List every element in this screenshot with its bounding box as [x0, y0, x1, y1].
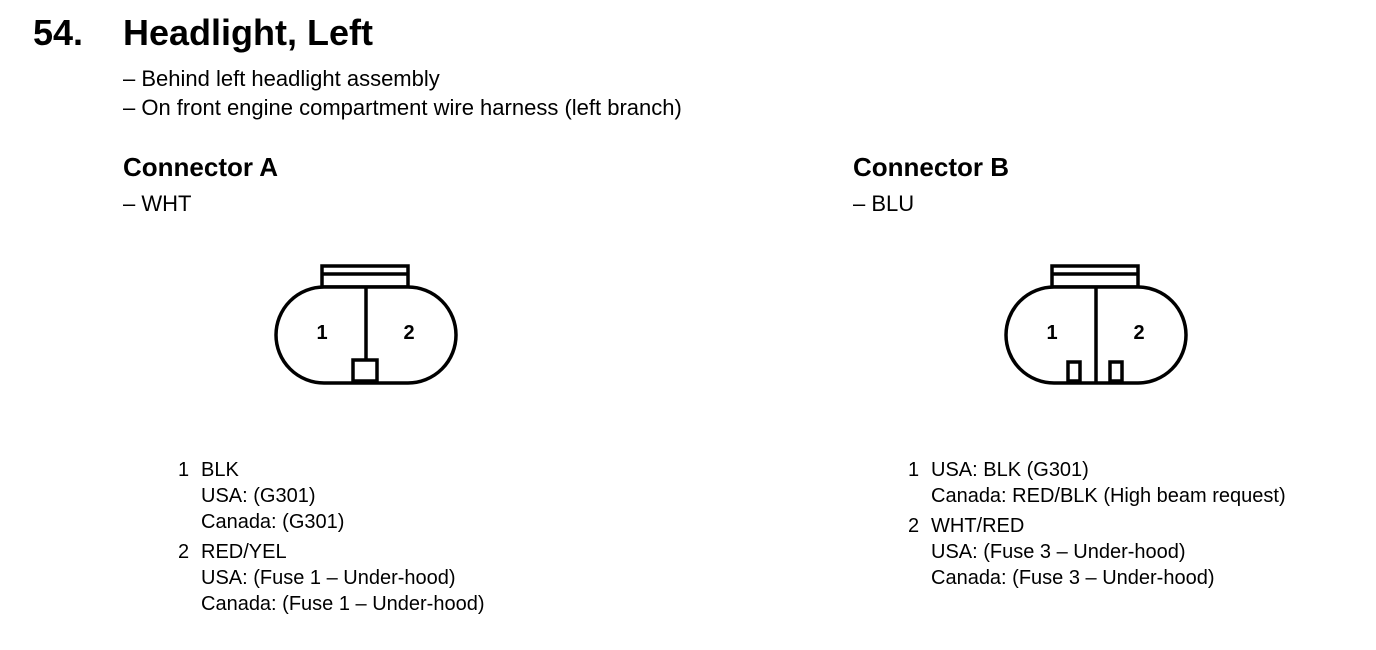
pin-line: USA: (Fuse 3 – Under-hood) [931, 541, 1186, 563]
connector-b-diagram: 1 2 [1004, 264, 1188, 385]
location-line: – On front engine compartment wire harne… [123, 95, 682, 120]
connector-a-pin-label: 2 [403, 322, 414, 344]
location-line: – Behind left headlight assembly [123, 66, 440, 91]
connector-a-pin-list: 1 BLK USA: (G301) Canada: (G301) 2 RED/Y… [178, 457, 485, 621]
connector-b-color: – BLU [853, 191, 915, 216]
connector-b-pin-list: 1 USA: BLK (G301) Canada: RED/BLK (High … [908, 457, 1286, 595]
pin-line: RED/YEL [201, 541, 287, 563]
connector-b-key [1066, 360, 1082, 383]
location-list: – Behind left headlight assembly – On fr… [123, 64, 682, 122]
pin-line: WHT/RED [931, 515, 1025, 537]
connector-a-latch [320, 264, 410, 289]
page-title: Headlight, Left [123, 12, 373, 53]
connector-a-diagram: 1 2 [274, 264, 458, 385]
pin-line: BLK [201, 459, 239, 481]
item-number: 54. [33, 12, 84, 53]
pin-line: USA: (G301) [201, 485, 316, 507]
connector-a-title: Connector A [123, 152, 279, 182]
list-item: 2 WHT/RED USA: (Fuse 3 – Under-hood) Can… [908, 513, 1286, 591]
connector-b-pin-label: 1 [1046, 322, 1057, 344]
pin-id: 2 [178, 541, 190, 563]
connector-a-pin-label: 1 [316, 322, 327, 344]
pin-line: USA: BLK (G301) [931, 459, 1089, 481]
list-item: 2 RED/YEL USA: (Fuse 1 – Under-hood) Can… [178, 539, 485, 617]
pin-line: Canada: (Fuse 3 – Under-hood) [931, 567, 1215, 589]
list-item: 1 BLK USA: (G301) Canada: (G301) [178, 457, 485, 535]
list-item: 1 USA: BLK (G301) Canada: RED/BLK (High … [908, 457, 1286, 509]
pin-line: Canada: (G301) [201, 511, 345, 533]
pin-id: 1 [178, 459, 190, 481]
pin-line: Canada: (Fuse 1 – Under-hood) [201, 593, 485, 615]
pin-line: Canada: RED/BLK (High beam request) [931, 485, 1286, 507]
connector-a-color: – WHT [123, 191, 192, 216]
connector-b-key [1108, 360, 1124, 383]
connector-b-title: Connector B [853, 152, 1009, 182]
pin-id: 2 [908, 515, 920, 537]
connector-a-key [351, 358, 379, 383]
pin-id: 1 [908, 459, 920, 481]
connector-b-pin-label: 2 [1133, 322, 1144, 344]
pin-line: USA: (Fuse 1 – Under-hood) [201, 567, 456, 589]
connector-b-latch [1050, 264, 1140, 289]
